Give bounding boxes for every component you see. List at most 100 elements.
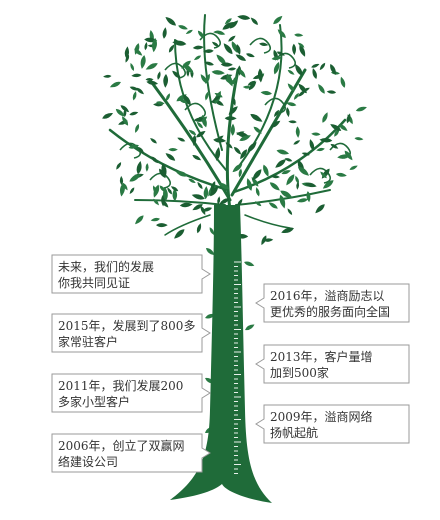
leaf (204, 61, 214, 66)
leaf (163, 74, 169, 88)
milestone-text-line: 2011年，我们发展200 (58, 379, 184, 393)
leaf (225, 142, 233, 149)
leaf (217, 182, 230, 190)
leaf (217, 196, 221, 205)
leaf (225, 78, 237, 85)
leaf (248, 81, 257, 91)
leaf (219, 198, 230, 205)
falling-leaf (245, 324, 255, 331)
leaf (167, 187, 173, 195)
leaf (286, 102, 297, 107)
branch (203, 14, 223, 151)
leaf (293, 93, 299, 100)
leaf (322, 112, 328, 123)
leaf (145, 78, 154, 81)
leaf (260, 90, 272, 96)
leaf (211, 70, 225, 75)
leaf (268, 202, 278, 209)
leaf (297, 42, 305, 48)
branch-curl (149, 172, 172, 189)
milestone-2006: 2006年，创立了双赢网 络建设公司 (58, 438, 185, 470)
leaf (193, 55, 202, 61)
leaf (170, 186, 179, 192)
leaf (306, 191, 311, 203)
milestone-text-line: 络建设公司 (58, 455, 119, 469)
leaf (281, 227, 294, 234)
leaf (284, 158, 293, 162)
leaf (296, 198, 309, 203)
leaf (201, 116, 208, 122)
leaf (259, 42, 269, 46)
leaf (156, 223, 168, 228)
leaf (210, 182, 215, 192)
leaf (156, 101, 165, 105)
milestone-2013: 2013年，客户量增 加到500家 (270, 349, 373, 381)
leaf (273, 15, 283, 25)
callout-box (255, 283, 410, 323)
leaf (349, 165, 358, 170)
leaf (172, 70, 181, 79)
leaf (326, 90, 337, 94)
leaf (196, 131, 206, 138)
leaf (288, 120, 297, 124)
leaf (109, 81, 121, 88)
callout-box (255, 404, 410, 444)
leaf (129, 174, 141, 182)
leaf (280, 190, 293, 198)
leaf (304, 182, 317, 188)
leaf (315, 204, 325, 214)
leaf (355, 106, 367, 112)
branch-curl (119, 142, 142, 159)
leaf (130, 62, 135, 71)
leaf (179, 202, 193, 208)
leaf (178, 98, 188, 104)
leaf (298, 166, 310, 176)
milestone-2011: 2011年，我们发展200 多家小型客户 (58, 378, 183, 410)
leaf (275, 159, 286, 168)
leaf (316, 147, 325, 152)
leaf (161, 163, 167, 178)
leaf (229, 20, 239, 29)
leaf (183, 63, 194, 74)
leaf (338, 124, 348, 131)
leaf (224, 116, 237, 121)
leaf (222, 22, 235, 30)
branch-curl (249, 37, 272, 54)
milestone-text-line: 2009年，溢商网络 (270, 410, 373, 424)
leaf (279, 194, 286, 209)
leaf (263, 164, 269, 177)
leaf (269, 182, 280, 191)
leaf (153, 198, 160, 206)
leaf (129, 187, 135, 195)
leaf (273, 109, 280, 118)
callout-box (51, 254, 211, 294)
leaf (200, 205, 206, 216)
trunk-ruler (234, 261, 241, 474)
leaf (150, 137, 157, 144)
milestone-text-line: 你我共同见证 (58, 276, 131, 290)
tree-trunk (170, 205, 272, 503)
leaf (261, 235, 267, 246)
leaf (168, 44, 175, 53)
leaf (120, 105, 130, 113)
leaf (213, 138, 227, 143)
callout-box (255, 344, 410, 384)
milestone-2009: 2009年，溢商网络 扬帆起航 (270, 409, 373, 441)
leaf (311, 132, 321, 136)
leaf (330, 144, 339, 149)
leaf (254, 201, 262, 207)
leaf (165, 93, 170, 102)
leaf (211, 41, 219, 47)
leaf (135, 215, 144, 225)
callout-box (51, 373, 211, 413)
leaf (250, 114, 263, 122)
leaf (232, 163, 243, 173)
leaf (125, 54, 130, 63)
leaf (131, 73, 142, 78)
leaf (134, 48, 143, 56)
leaf (152, 185, 157, 195)
branch (164, 214, 211, 236)
leaf (240, 149, 247, 160)
leaf (276, 149, 290, 155)
